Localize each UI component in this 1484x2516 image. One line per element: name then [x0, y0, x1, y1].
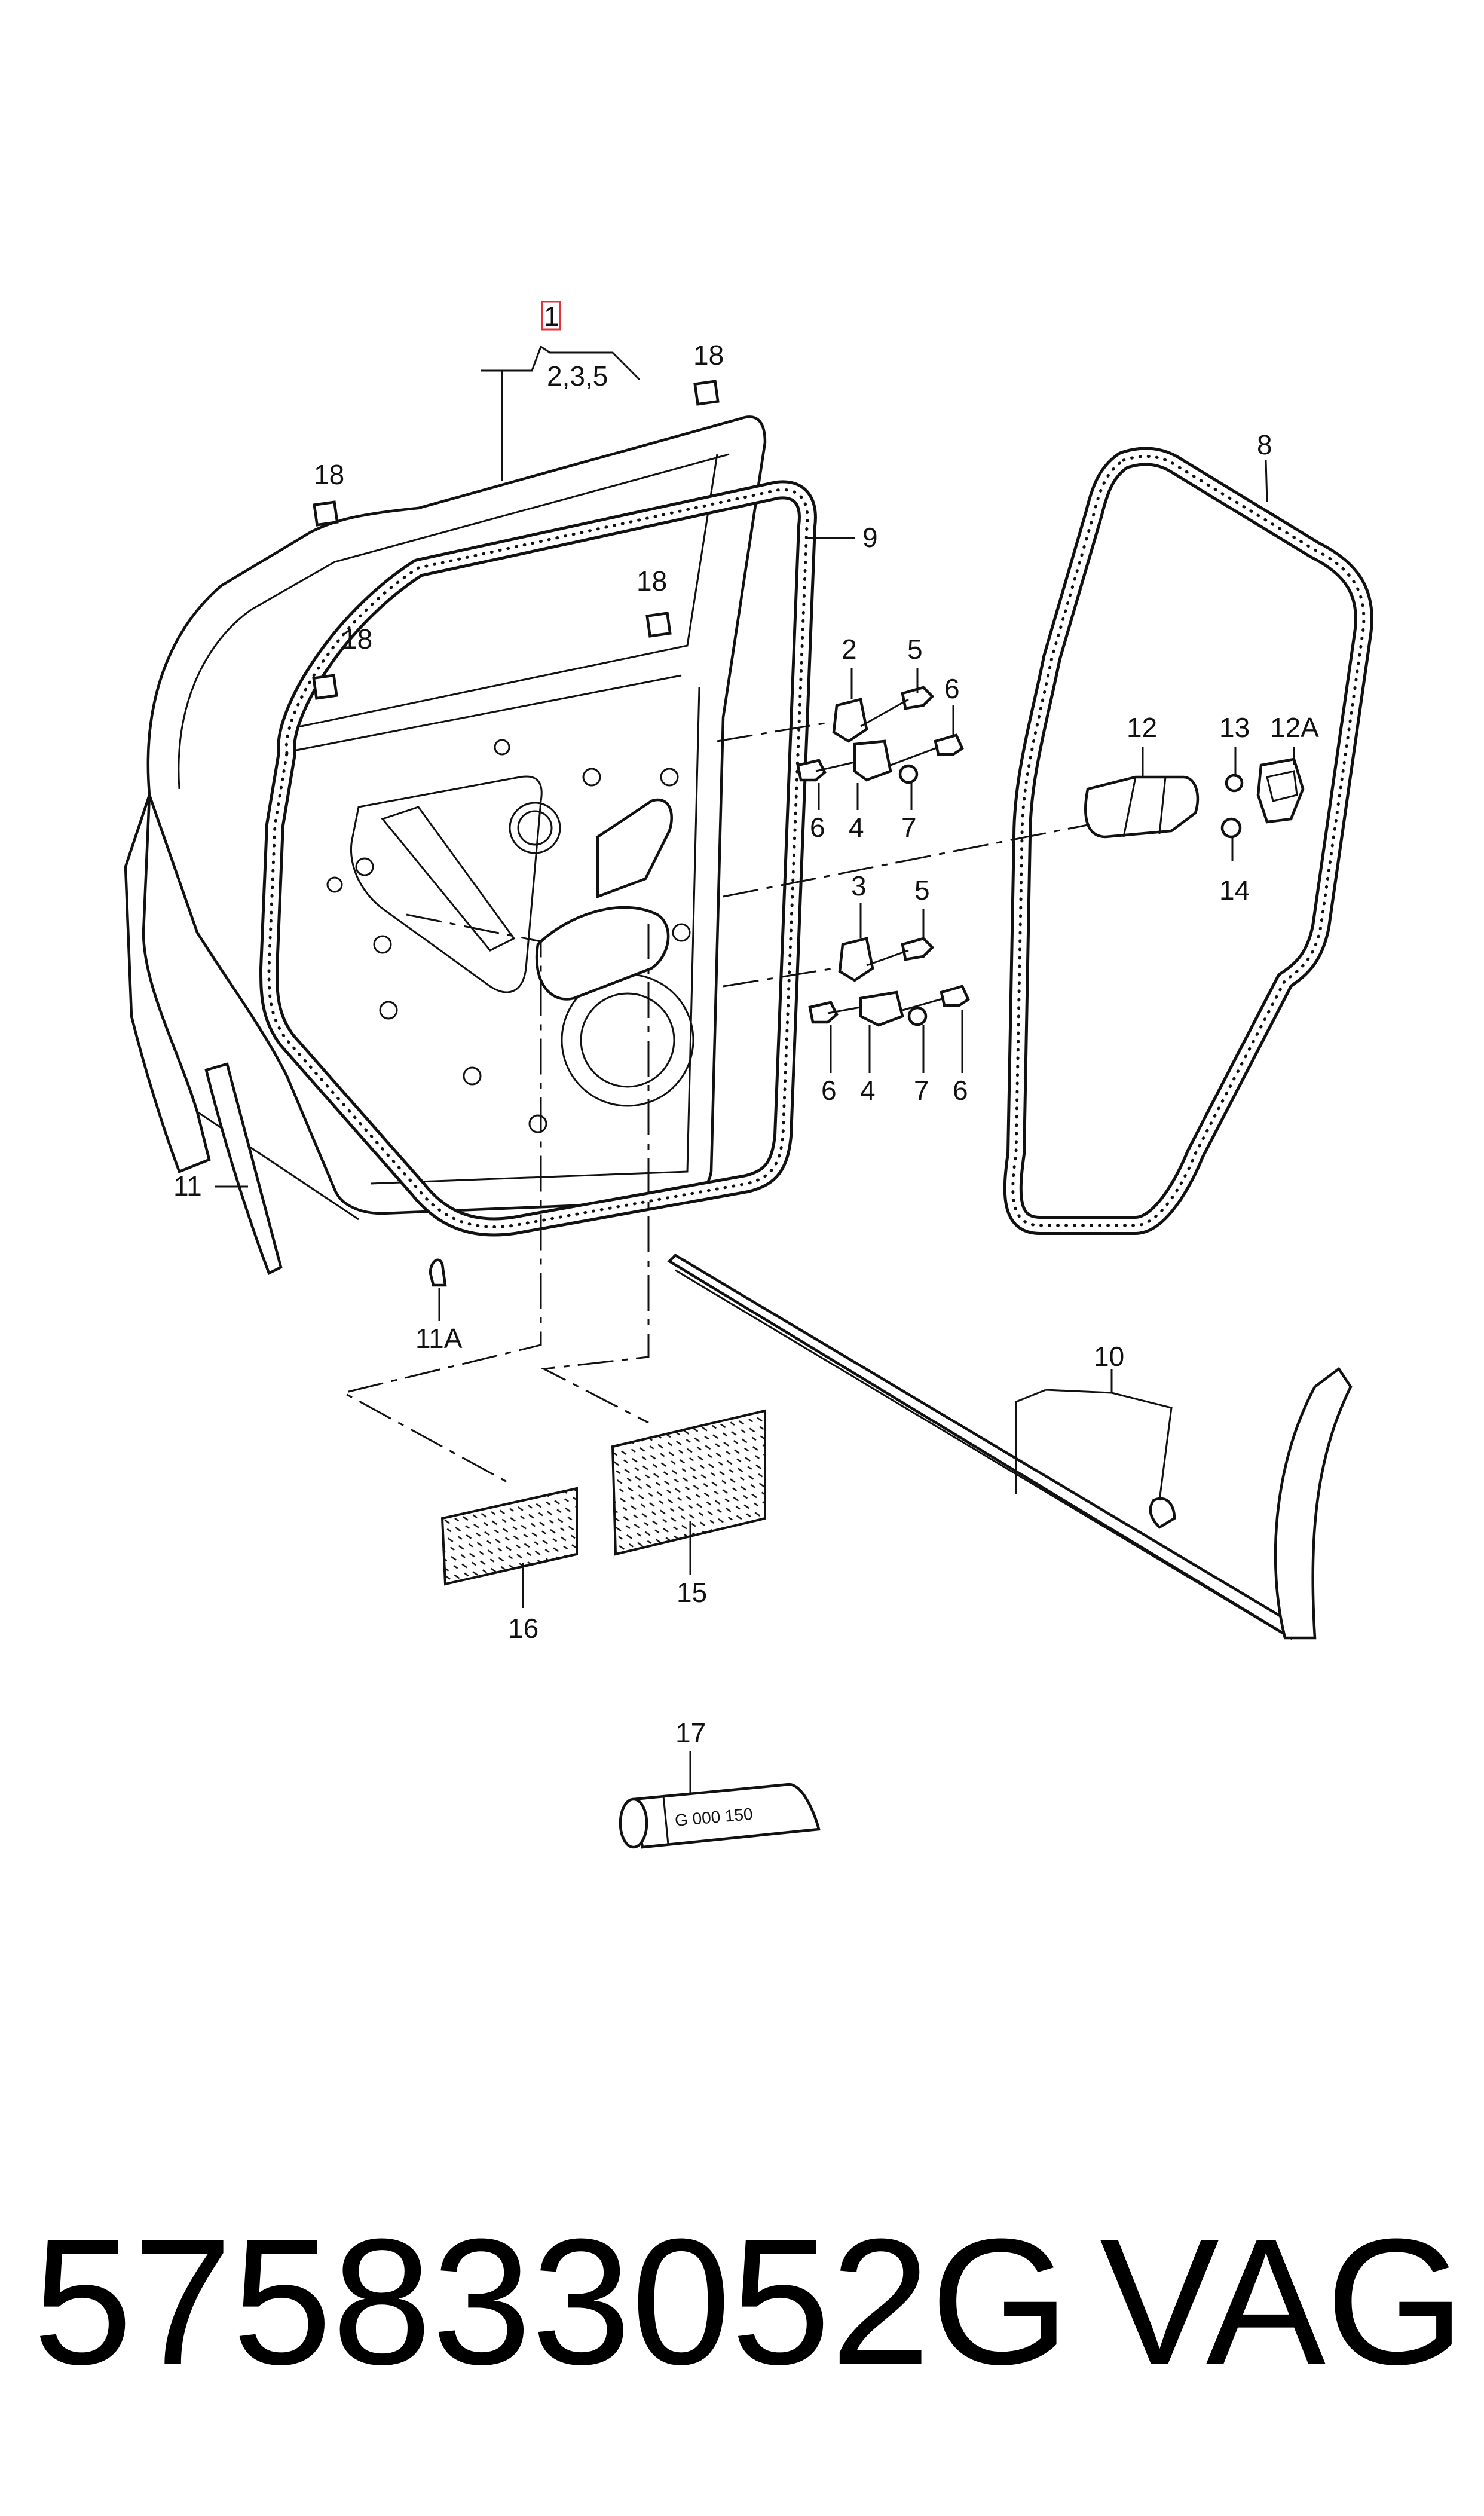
callout-11: 11 [173, 1170, 202, 1202]
callout-18-left: 18 [314, 459, 344, 490]
callout-6-upper-right: 6 [944, 673, 960, 704]
callout-1: 1 [544, 301, 559, 332]
brand-name: VAG [1100, 2201, 1465, 2402]
leader-lines [215, 345, 1295, 1793]
callout-6-upper-left: 6 [810, 812, 825, 843]
pad-15 [611, 1409, 766, 1556]
callout-12A: 12A [1270, 712, 1319, 743]
callout-18-middle: 18 [637, 565, 667, 597]
highlight-box [541, 301, 561, 331]
callout-17: 17 [675, 1717, 706, 1748]
upper-hinge-group [796, 686, 964, 784]
door-shell [124, 415, 767, 1221]
callout-4-lower: 4 [860, 1075, 876, 1106]
moulding-10 [667, 1254, 1353, 1640]
callout-7-lower: 7 [914, 1075, 929, 1106]
callout-18-top: 18 [693, 340, 724, 371]
trim-11 [204, 1062, 447, 1287]
callout-labels: 1 2,3,5 18 18 18 18 9 8 2 5 6 6 4 7 3 5 … [173, 301, 1319, 1748]
callout-14: 14 [1219, 875, 1250, 906]
callout-12: 12 [1127, 712, 1157, 743]
callout-11A: 11A [415, 1323, 463, 1354]
callout-7-upper: 7 [901, 812, 917, 843]
sticker-18-c [645, 612, 672, 638]
door-check-strap [1084, 757, 1305, 839]
callout-2-3-5: 2,3,5 [547, 360, 608, 392]
callout-9: 9 [862, 522, 878, 553]
assembly-lines [341, 722, 1088, 1484]
door-seal-9 [259, 480, 817, 1237]
sticker-18-b [313, 500, 339, 527]
exploded-parts-diagram: G 000 150 [124, 301, 1373, 1849]
callout-6-lower-right: 6 [953, 1075, 968, 1106]
callout-3: 3 [851, 870, 867, 901]
sticker-18-a [693, 380, 720, 406]
callout-18-lower: 18 [342, 623, 372, 655]
callout-5-upper: 5 [907, 634, 923, 665]
sealant-tube-17: G 000 150 [619, 1783, 821, 1849]
callout-10: 10 [1094, 1341, 1124, 1372]
callout-5-lower: 5 [914, 875, 930, 906]
callout-15: 15 [677, 1577, 707, 1608]
callout-4-upper: 4 [849, 812, 864, 843]
callout-2: 2 [842, 634, 857, 665]
pad-16 [440, 1487, 578, 1586]
frame-seal-8 [1003, 447, 1373, 1235]
part-number: 575833052G [33, 2201, 1070, 2402]
callout-16: 16 [508, 1613, 538, 1644]
callout-8: 8 [1257, 429, 1272, 460]
callout-6-lower-left: 6 [821, 1075, 837, 1106]
sticker-18-d [312, 674, 338, 700]
callout-13: 13 [1219, 712, 1250, 743]
lower-hinge-group [808, 937, 970, 1027]
